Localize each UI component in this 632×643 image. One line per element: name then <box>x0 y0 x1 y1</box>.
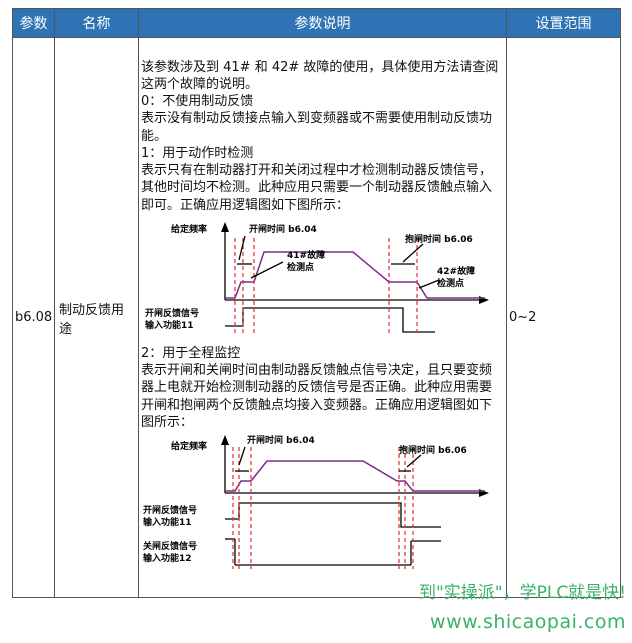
logic-diagram-1-svg: 给定频率 开闸时间 b6.04 抱闸时间 b6.06 41#故障 检测点 42#… <box>145 221 489 334</box>
d1-fault41-line1: 41#故障 <box>287 249 325 261</box>
desc-opt1-title: 1：用于动作时检测 <box>141 145 254 161</box>
header-range: 设置范围 <box>506 8 621 38</box>
desc-opt0-title: 0：不使用制动反馈 <box>141 94 254 110</box>
watermark-slogan: 到"实操派"，学PLC就是快! <box>418 583 626 603</box>
name-cell: 制动反馈用途 <box>54 37 139 598</box>
d2-close-fb-line1: 关闸反馈信号 <box>143 540 197 552</box>
d1-open-fb-line1: 开闸反馈信号 <box>145 307 199 319</box>
d2-close-time-label: 抱闸时间 b6.06 <box>399 444 467 456</box>
logic-diagram-2: 给定频率 开闸时间 b6.04 抱闸时间 b6.06 开闸反馈信号 输入功能11… <box>141 434 504 574</box>
d1-close-time-label: 抱闸时间 b6.06 <box>405 233 473 245</box>
d2-open-fb-line1: 开闸反馈信号 <box>143 504 197 516</box>
logic-diagram-2-svg: 给定频率 开闸时间 b6.04 抱闸时间 b6.06 开闸反馈信号 输入功能11… <box>143 434 489 569</box>
d2-close-fb-line2: 输入功能12 <box>143 552 192 564</box>
range-cell: 0~2 <box>506 37 621 598</box>
table-header-row: 参数 名称 参数说明 设置范围 <box>12 8 621 38</box>
param-cell: b6.08 <box>12 37 55 598</box>
desc-cell: 该参数涉及到 41# 和 42# 故障的使用，具体使用方法请查阅这两个故障的说明… <box>138 37 507 598</box>
d1-fault42-line2: 检测点 <box>437 277 464 289</box>
desc-intro: 该参数涉及到 41# 和 42# 故障的使用，具体使用方法请查阅这两个故障的说明… <box>141 59 499 93</box>
parameter-table: 参数 名称 参数说明 设置范围 b6.08 制动反馈用途 该参数涉及到 41# … <box>12 8 621 598</box>
watermark-url: www.shicaopai.com <box>430 611 626 633</box>
table-row: b6.08 制动反馈用途 该参数涉及到 41# 和 42# 故障的使用，具体使用… <box>12 37 621 598</box>
d2-open-time-label: 开闸时间 b6.04 <box>247 435 315 446</box>
header-name: 名称 <box>54 8 139 38</box>
d1-freq-label: 给定频率 <box>171 223 207 235</box>
d2-open-fb-line2: 输入功能11 <box>143 516 192 528</box>
logic-diagram-1: 给定频率 开闸时间 b6.04 抱闸时间 b6.06 41#故障 检测点 42#… <box>141 218 504 343</box>
d1-open-time-label: 开闸时间 b6.04 <box>249 223 317 235</box>
d2-freq-label: 给定频率 <box>171 440 207 452</box>
desc-opt1-text: 表示只有在制动器打开和关闭过程中才检测制动器反馈信号，其他时间均不检测。此种应用… <box>141 163 493 213</box>
d1-fault41-line2: 检测点 <box>287 261 314 273</box>
header-param: 参数 <box>12 8 55 38</box>
d1-fault42-line1: 42#故障 <box>437 265 475 277</box>
header-desc: 参数说明 <box>138 8 507 38</box>
desc-opt0-text: 表示没有制动反馈接点输入到变频器或不需要使用制动反馈功能。 <box>141 111 493 144</box>
desc-opt2-title: 2：用于全程监控 <box>141 345 241 361</box>
d1-open-fb-line2: 输入功能11 <box>145 319 194 331</box>
desc-opt2-text: 表示开闸和关闸时间由制动器反馈触点信号决定，且只要变频器上电就开始检测制动器的反… <box>141 363 493 430</box>
